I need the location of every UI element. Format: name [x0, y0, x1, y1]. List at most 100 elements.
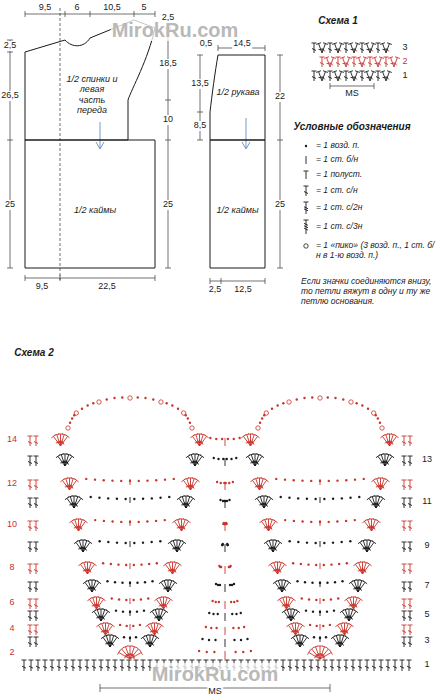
stitch-stroke: [390, 455, 394, 458]
chain-stitch: [209, 437, 211, 439]
stitch-stroke: [177, 542, 184, 552]
stitch-stroke: [368, 520, 372, 531]
stitch-stroke: [362, 43, 363, 53]
stitch-stroke: [304, 209, 308, 211]
stitch-stroke: [320, 520, 321, 526]
stitch-stroke: [324, 57, 329, 59]
stitch-stroke: [402, 527, 406, 529]
stitch-stroke: [304, 223, 308, 225]
chain-stitch: [341, 580, 343, 582]
stitch-stroke: [311, 660, 312, 671]
stitch-stroke: [92, 660, 97, 661]
direction-arrow: [242, 118, 250, 149]
stitch-stroke: [22, 666, 26, 668]
stitch-stroke: [256, 479, 260, 490]
dimension: 10,5: [102, 3, 122, 13]
chain-stitch: [155, 479, 157, 481]
stitch-stroke: [66, 435, 70, 438]
stitch-stroke: [296, 625, 303, 635]
chain-stitch: [367, 408, 369, 410]
stitch-stroke: [292, 624, 296, 635]
stitch-stroke: [84, 563, 88, 574]
stitch-stroke: [34, 564, 39, 565]
stitch-stroke: [340, 57, 345, 59]
stitch-stroke: [256, 435, 260, 438]
stitch-stroke: [85, 660, 90, 661]
stitch-stroke: [358, 582, 365, 592]
stitch-stroke: [36, 542, 37, 552]
stitch-stroke: [34, 570, 38, 572]
watermark: MirokRu.com: [151, 663, 280, 685]
stitch-stroke: [402, 631, 406, 633]
stitch-stroke: [288, 660, 293, 661]
stitch-stroke: [322, 57, 323, 67]
stitch-stroke: [312, 71, 317, 72]
stitch-stroke: [410, 436, 411, 446]
stitch-stroke: [117, 650, 120, 654]
stitch-stroke: [304, 220, 309, 221]
chain-stitch: [102, 562, 104, 564]
stitch-stroke: [28, 643, 32, 645]
chain-stitch: [349, 497, 351, 499]
stitch-stroke: [364, 43, 369, 45]
chain-stitch: [221, 438, 223, 440]
stitch-stroke: [264, 498, 271, 508]
stitch-stroke: [350, 624, 354, 627]
stitch-stroke: [111, 624, 115, 627]
stitch-stroke: [140, 650, 143, 654]
stitch-stroke: [283, 563, 287, 566]
stitch-stroke: [316, 666, 320, 668]
dimension: 10: [162, 115, 174, 125]
stitch-stroke: [36, 625, 37, 635]
dimension: 25: [274, 200, 286, 210]
stitch-stroke: [36, 582, 37, 592]
stitch-stroke: [386, 479, 390, 482]
chain-stitch: [121, 582, 123, 584]
legend-text: = 1 ст. с/3н: [316, 221, 436, 231]
chain-stitch: [213, 457, 215, 459]
stitch-stroke: [402, 564, 407, 565]
stitch-stroke: [386, 57, 387, 67]
stitch-stroke: [346, 43, 347, 53]
stitch-stroke: [320, 63, 324, 65]
stitch-stroke: [408, 462, 412, 464]
stitch-stroke: [395, 435, 399, 438]
chain-stitch: [282, 402, 284, 404]
chain-stitch: [103, 479, 105, 481]
chain-stitch: [304, 581, 306, 583]
stitch-stroke: [28, 564, 33, 565]
chain-stitch: [222, 500, 224, 502]
stitch-stroke: [386, 44, 389, 53]
chain-stitch: [309, 624, 311, 626]
stitch-stroke: [378, 71, 379, 81]
stitch-stroke: [360, 71, 365, 72]
chain-stitch: [114, 581, 116, 583]
stitch-stroke: [408, 637, 413, 638]
picot: [318, 396, 322, 400]
stitch-stroke: [201, 441, 203, 445]
stitch-stroke: [176, 660, 181, 661]
chain-stitch: [81, 408, 83, 410]
stitch-stroke: [178, 547, 180, 551]
stitch-stroke: [120, 647, 124, 650]
stitch-stroke: [173, 563, 177, 574]
stitch-stroke: [404, 521, 405, 531]
stitch-stroke: [370, 76, 373, 79]
stitch-stroke: [381, 480, 388, 490]
chain-stitch: [234, 651, 236, 653]
stitch-stroke: [380, 43, 385, 45]
stitch-stroke: [336, 63, 340, 65]
stitch-stroke: [164, 598, 168, 609]
chain-stitch: [92, 402, 94, 404]
chain-stitch: [120, 521, 122, 523]
stitch-stroke: [344, 71, 349, 72]
stitch-stroke: [43, 660, 48, 661]
stitch-stroke: [30, 625, 31, 635]
stitch-stroke: [38, 660, 39, 671]
chain-stitch: [222, 543, 224, 545]
stitch-stroke: [344, 666, 348, 668]
legend-symbols: [304, 145, 309, 248]
chain-stitch: [301, 479, 303, 481]
stitch-stroke: [28, 462, 32, 464]
stitch-stroke: [323, 654, 324, 658]
